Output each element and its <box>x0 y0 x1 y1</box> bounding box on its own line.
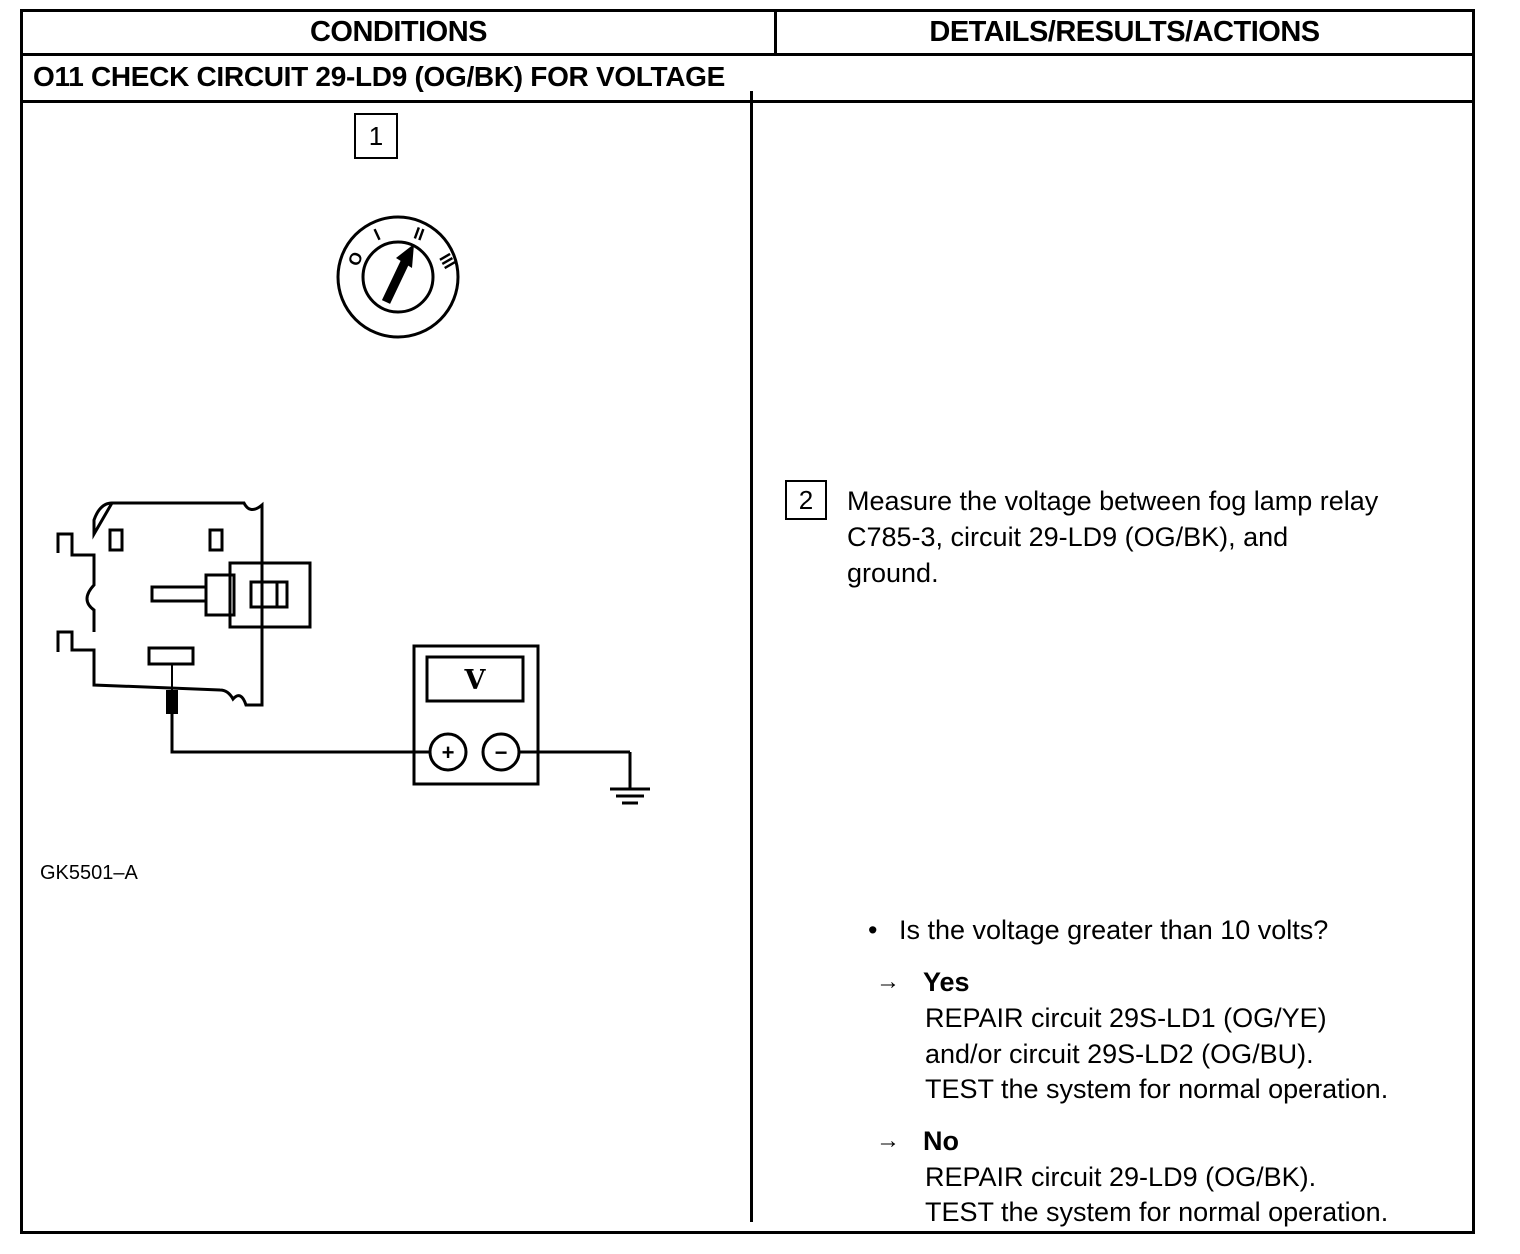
ignition-position-2: II <box>411 224 426 245</box>
answer-yes-line: TEST the system for normal operation. <box>925 1074 1389 1104</box>
answer-no-label: No <box>923 1126 959 1156</box>
answer-no-line: REPAIR circuit 29-LD9 (OG/BK). <box>925 1162 1317 1192</box>
answer-yes-line: REPAIR circuit 29S-LD1 (OG/YE) <box>925 1003 1327 1033</box>
ground-icon <box>610 787 650 805</box>
probe-wire <box>166 664 430 754</box>
diagnostic-table: CONDITIONS DETAILS/RESULTS/ACTIONS O11 C… <box>20 9 1475 1234</box>
details-header: DETAILS/RESULTS/ACTIONS <box>929 16 1320 48</box>
column-divider <box>750 91 753 1222</box>
answer-yes-label: Yes <box>923 967 970 997</box>
figure-id: GK5501–A <box>40 862 138 884</box>
step-2-number-box: 2 <box>785 480 827 520</box>
meter-minus-terminal: − <box>495 740 508 765</box>
voltmeter-label: V <box>464 665 487 696</box>
conditions-header: CONDITIONS <box>23 12 777 53</box>
instruction-line: Measure the voltage between fog lamp rel… <box>847 486 1379 516</box>
answer-no-line: TEST the system for normal operation. <box>925 1197 1389 1227</box>
ignition-switch-icon: O I II III <box>336 215 460 339</box>
step-title-row: O11 CHECK CIRCUIT 29-LD9 (OG/BK) FOR VOL… <box>23 56 1472 103</box>
question-text: Is the voltage greater than 10 volts? <box>899 915 1329 945</box>
arrow-right-icon: → <box>876 1127 900 1154</box>
answer-yes: → Yes REPAIR circuit 29S-LD1 (OG/YE) and… <box>876 964 1476 1114</box>
voltmeter-icon <box>412 644 632 788</box>
step-1-number-box: 1 <box>354 113 398 159</box>
arrow-right-icon: → <box>876 968 900 995</box>
step-title: O11 CHECK CIRCUIT 29-LD9 (OG/BK) FOR VOL… <box>33 61 726 92</box>
meter-plus-terminal: + <box>442 740 455 765</box>
instruction-line: C785-3, circuit 29-LD9 (OG/BK), and <box>847 522 1289 552</box>
table-header-row: CONDITIONS DETAILS/RESULTS/ACTIONS <box>23 12 1472 56</box>
answer-no: → No REPAIR circuit 29-LD9 (OG/BK). TEST… <box>876 1123 1476 1233</box>
instruction-line: ground. <box>847 558 939 588</box>
ignition-position-1: I <box>371 225 383 244</box>
relay-connector-icon <box>56 501 312 707</box>
step-2-instruction: Measure the voltage between fog lamp rel… <box>847 483 1467 591</box>
ignition-position-0: O <box>345 249 367 268</box>
ignition-position-3: III <box>435 250 459 272</box>
answer-yes-line: and/or circuit 29S-LD2 (OG/BU). <box>925 1039 1314 1069</box>
bullet-icon: • <box>868 915 878 945</box>
